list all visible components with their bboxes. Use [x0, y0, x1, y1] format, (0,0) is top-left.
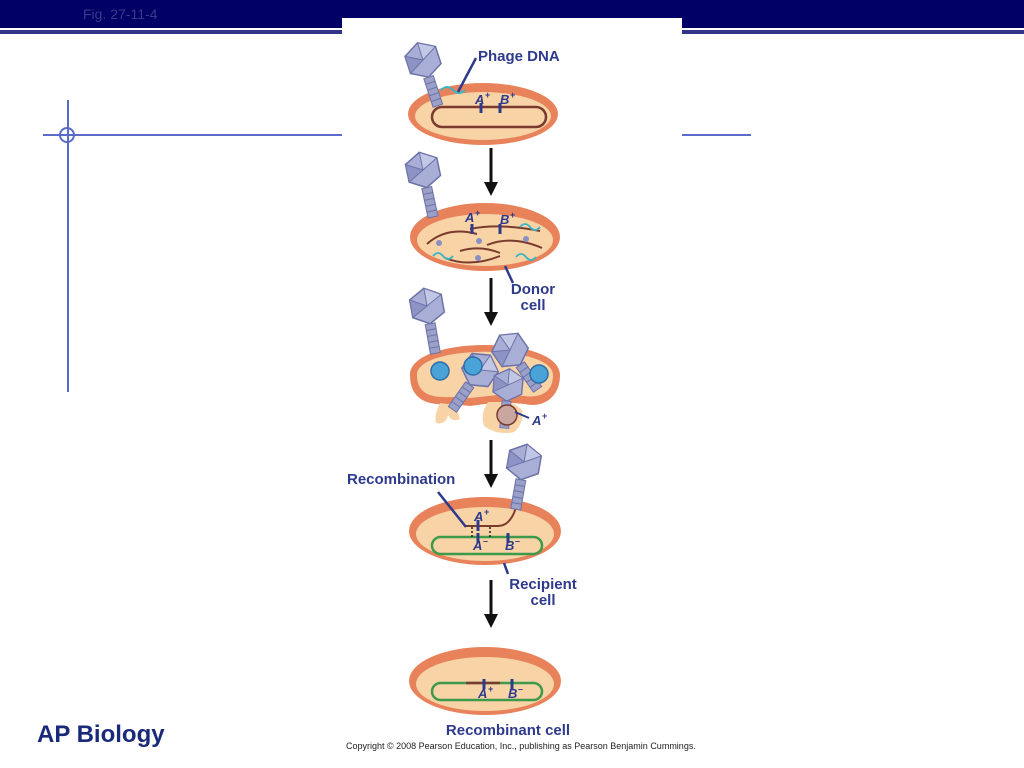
step4-recipient-cell — [409, 485, 561, 565]
label-recombinant-cell: Recombinant cell — [446, 722, 570, 739]
phage-dna-strand — [440, 86, 466, 94]
gene-a-plus-label: A — [473, 509, 483, 524]
recipient-leader-line — [502, 562, 510, 575]
recipient-chromosome — [430, 535, 544, 556]
gene-plus-sup: + — [488, 684, 493, 694]
gene-plus-sup: + — [510, 210, 515, 220]
recombination-leader-line — [437, 491, 467, 528]
gene-b-plus-label: B — [500, 212, 509, 227]
gene-plus-sup: + — [510, 90, 515, 100]
step-arrow — [484, 580, 498, 628]
phage-head-dna-icon — [430, 361, 450, 381]
gene-minus-sup: – — [518, 684, 523, 694]
phage-dna-leader-line — [456, 57, 478, 93]
gene-minus-sup: – — [483, 536, 488, 546]
gene-a-plus-label: A — [464, 210, 474, 225]
gene-a-plus-label: A — [531, 413, 541, 428]
gene-plus-sup: + — [485, 90, 490, 100]
gene-plus-sup: + — [484, 507, 489, 517]
step5-recombinant-cell — [409, 647, 561, 715]
gene-a-minus-label: A — [472, 538, 482, 553]
footer-brand: AP Biology — [37, 721, 165, 748]
gene-b-plus-label: B — [500, 92, 509, 107]
crosshair-circle-icon — [59, 127, 75, 143]
step-arrow — [484, 440, 498, 488]
donor-leader-line — [503, 265, 515, 284]
figure-label: Fig. 27-11-4 — [83, 6, 158, 22]
label-cell: cell — [530, 592, 555, 609]
a-plus-leader-line — [514, 411, 530, 419]
gene-minus-sup: – — [515, 536, 520, 546]
label-cell: cell — [520, 297, 545, 314]
label-donor: Donor — [511, 281, 555, 298]
copyright-notice: Copyright © 2008 Pearson Education, Inc.… — [346, 741, 696, 751]
gene-plus-sup: + — [475, 208, 480, 218]
step-arrow — [484, 148, 498, 196]
gene-b-minus-label: B — [508, 686, 517, 701]
gene-a-plus-label: A — [474, 92, 484, 107]
label-recombination: Recombination — [347, 471, 455, 488]
gene-b-minus-label: B — [505, 538, 514, 553]
step-arrow — [484, 278, 498, 326]
step1-infected-cell — [408, 83, 558, 145]
phage-head-dna-icon — [463, 356, 483, 376]
phage-head-dna-icon — [529, 364, 549, 384]
step2-donor-cell — [410, 203, 560, 271]
gene-plus-sup: + — [542, 411, 547, 421]
donor-chromosome — [430, 105, 548, 129]
gene-a-plus-label: A — [477, 686, 487, 701]
label-phage-dna: Phage DNA — [478, 48, 560, 65]
label-recipient: Recipient — [509, 576, 577, 593]
vertical-guide-line — [67, 100, 69, 392]
phage-icon — [407, 284, 452, 357]
transducing-phage-head-icon — [496, 404, 518, 426]
